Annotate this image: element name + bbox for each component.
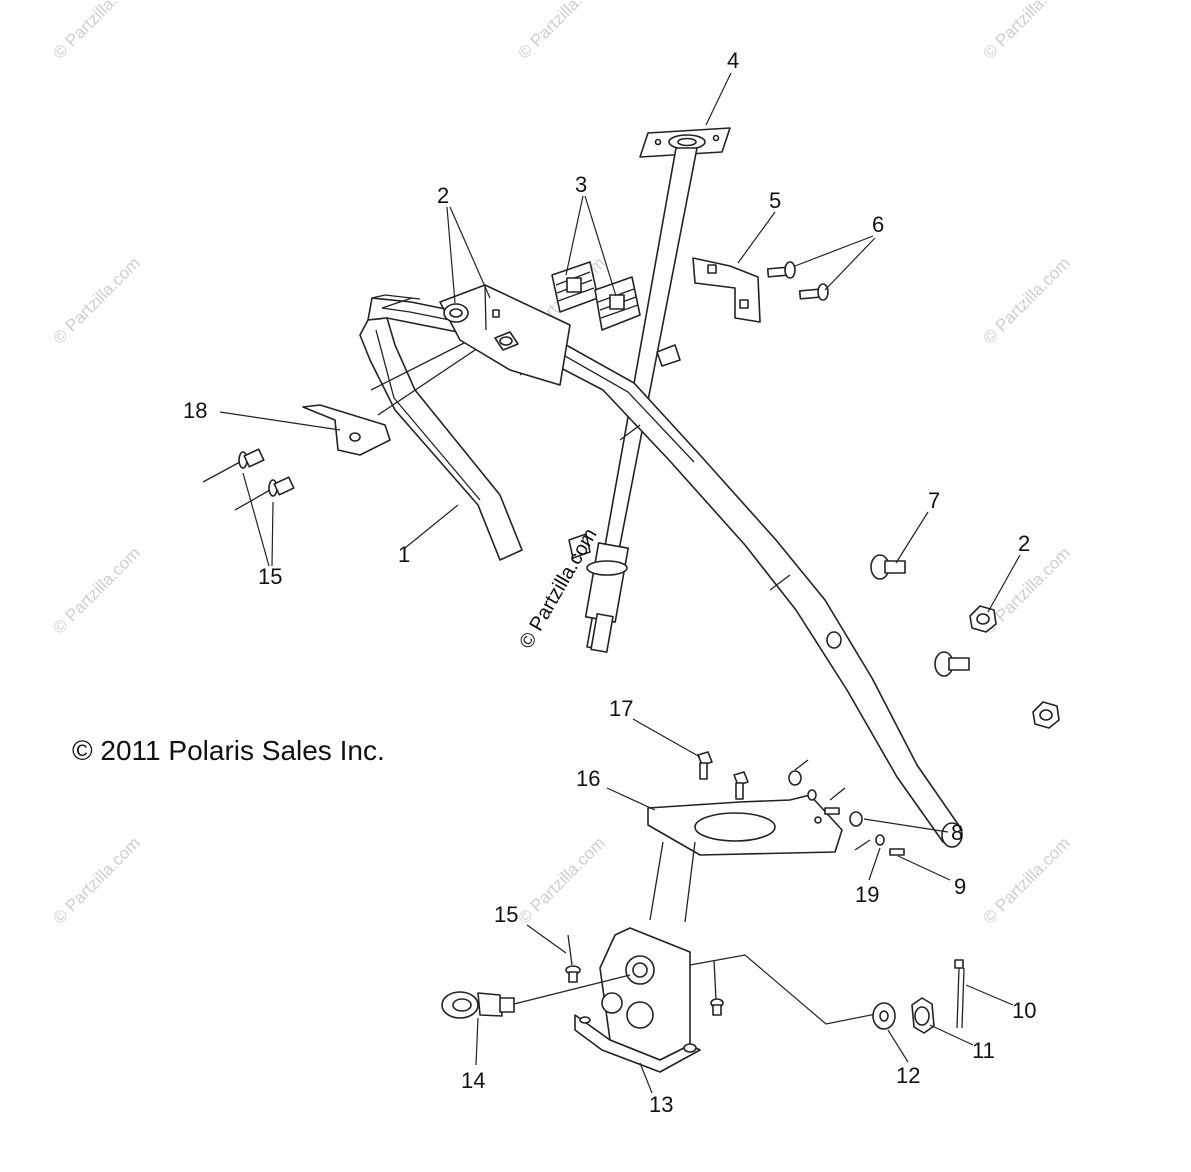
washer-nut-bolt-parts xyxy=(689,954,965,1034)
upper-bracket-part xyxy=(439,284,571,386)
callout-10: 10 xyxy=(1012,998,1036,1023)
watermark: © Partzilla.com xyxy=(49,253,143,347)
watermark: © Partzilla.com xyxy=(49,0,143,63)
screw-parts xyxy=(766,261,829,301)
watermark: © Partzilla.com xyxy=(49,833,143,927)
watermark: © Partzilla.com xyxy=(514,0,608,63)
callout-7: 7 xyxy=(928,488,940,513)
callout-4: 4 xyxy=(727,48,739,73)
callout-11: 11 xyxy=(972,1038,995,1063)
callout-labels: 1 2 2 3 4 5 6 7 8 9 10 11 12 13 14 15 15… xyxy=(183,48,1036,1117)
callout-9: 9 xyxy=(954,874,966,899)
callout-5: 5 xyxy=(769,188,781,213)
watermark: © Partzilla.com xyxy=(979,0,1073,63)
small-hardware-parts xyxy=(697,751,905,856)
clamp-part xyxy=(692,257,761,323)
small-bracket-part xyxy=(302,404,391,456)
lower-rivet-parts xyxy=(565,934,724,1016)
callout-8: 8 xyxy=(951,820,963,845)
lower-bracket-part xyxy=(647,794,843,856)
watermark: © Partzilla.com xyxy=(49,543,143,637)
callout-6: 6 xyxy=(872,212,884,237)
callout-16: 16 xyxy=(576,766,600,791)
callout-15: 15 xyxy=(258,564,282,589)
callout-12: 12 xyxy=(896,1063,920,1088)
callout-17: 17 xyxy=(609,696,633,721)
eye-bolt-part xyxy=(441,974,631,1019)
callout-3: 3 xyxy=(575,172,587,197)
callout-14: 14 xyxy=(461,1068,485,1093)
callout-13: 13 xyxy=(649,1092,673,1117)
callout-18: 18 xyxy=(183,398,207,423)
callout-leaders xyxy=(219,72,1021,1094)
steering-housing-part xyxy=(574,927,701,1073)
rivet-parts xyxy=(202,448,295,511)
callout-2: 2 xyxy=(437,183,449,208)
bolt-nut-parts xyxy=(870,554,1060,729)
callout-1: 1 xyxy=(398,542,410,567)
watermark: © Partzilla.com xyxy=(514,833,608,927)
watermark: © Partzilla.com xyxy=(979,833,1073,927)
clip-parts xyxy=(551,261,641,331)
steering-column-part xyxy=(568,127,731,653)
watermark: © Partzilla.com xyxy=(979,253,1073,347)
callout-19: 19 xyxy=(855,882,879,907)
callout-15: 15 xyxy=(494,902,518,927)
lower-column-part xyxy=(649,841,696,923)
copyright-text: © 2011 Polaris Sales Inc. xyxy=(72,735,385,766)
callout-2: 2 xyxy=(1018,531,1030,556)
